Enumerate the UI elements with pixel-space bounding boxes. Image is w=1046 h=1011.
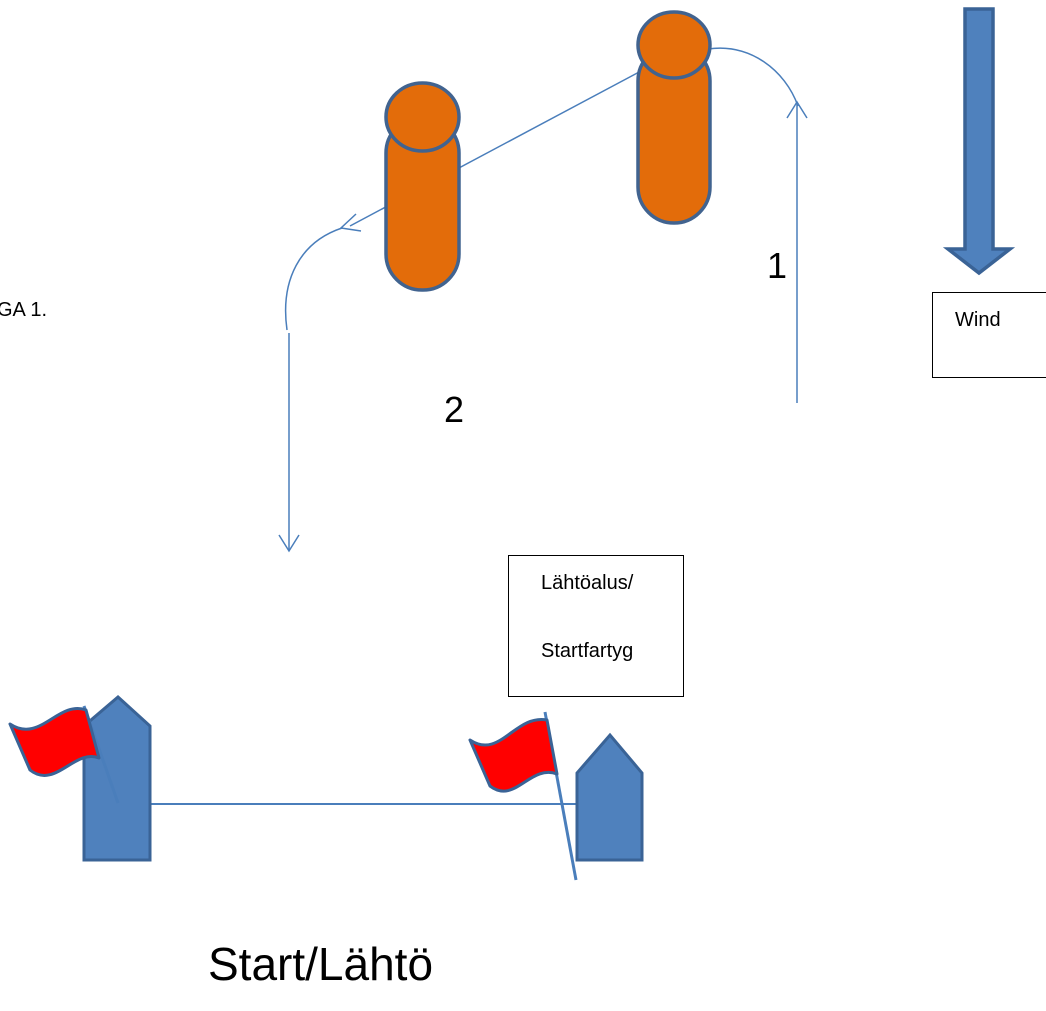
wind-label: Wind [955, 309, 1001, 331]
course-arc-left [284, 227, 343, 331]
leg-2-label: 2 [444, 389, 464, 430]
course-arc-right [707, 47, 799, 107]
flag-icon [8, 705, 120, 804]
wind-label-box: Wind [932, 292, 1046, 378]
leg-1-label: 1 [767, 245, 787, 286]
buoy-icon [384, 81, 461, 292]
buoy-icon [636, 10, 712, 225]
wind-arrow-icon [942, 7, 1016, 276]
start-vessel-icon [575, 732, 644, 862]
start-vessel-label-box: Lähtöalus/ Startfartyg [508, 555, 684, 697]
course-arrowhead-down [278, 534, 300, 553]
flag-icon [468, 711, 578, 881]
left-cut-text: GA 1. [0, 299, 47, 321]
pin-buoy-icon [82, 695, 152, 862]
start-vessel-label-finnish: Lähtöalus/ [541, 572, 634, 594]
start-line-label: Start/Lähtö [208, 938, 433, 990]
start-vessel-label-swedish: Startfartyg [541, 640, 634, 662]
